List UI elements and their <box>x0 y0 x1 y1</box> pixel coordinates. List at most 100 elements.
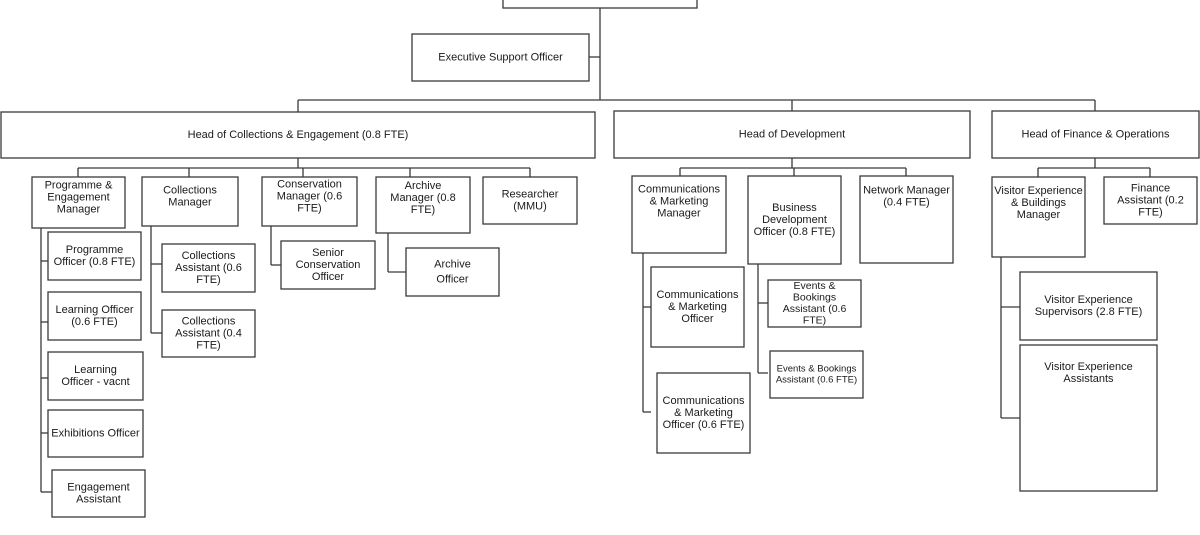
executive-support-officer-box <box>411 33 590 82</box>
visitor-experience-assistants-label-line-2: Assistants <box>1063 373 1114 385</box>
visitor-experience-buildings-manager-label-line-1: Visitor Experience <box>994 185 1082 197</box>
communications-marketing-officer-label-line-1: Communications <box>657 289 739 301</box>
communications-marketing-manager-box <box>631 175 727 254</box>
communications-marketing-manager-label-line-3: Manager <box>657 207 701 219</box>
communications-marketing-officer-06-label-line-2: & Marketing <box>674 407 733 419</box>
events-bookings-assistant-a-label-line-4: FTE) <box>803 315 826 327</box>
conservation-manager-label-line-2: Manager (0.6 <box>277 190 342 202</box>
visitor-experience-supervisors-label-line-1: Visitor Experience <box>1044 294 1132 306</box>
collections-assistant-06-label-line-1: Collections <box>182 250 236 262</box>
conservation-manager-box <box>261 176 358 227</box>
collections-manager-label-line-2: Manager <box>168 196 212 208</box>
business-development-officer-box <box>747 175 842 265</box>
business-development-officer-label-line-3: Officer (0.8 FTE) <box>754 226 836 238</box>
collections-assistant-04-box <box>161 309 256 358</box>
engagement-assistant-label-line-1: Engagement <box>67 481 129 493</box>
head-collections-engagement: Head of Collections & Engagement (0.8 FT… <box>0 111 596 159</box>
collections-manager-label-line-1: Collections <box>163 184 217 196</box>
senior-conservation-officer-label-line-3: Officer <box>312 271 345 283</box>
programme-officer-label-line-1: Programme <box>66 244 123 256</box>
conservation-manager-label-line-1: Conservation <box>277 178 342 190</box>
head-collections-engagement-label: Head of Collections & Engagement (0.8 FT… <box>188 129 409 141</box>
communications-marketing-officer-06-label-line-1: Communications <box>663 395 745 407</box>
head-development: Head of Development <box>613 110 971 159</box>
head-development-box <box>613 110 971 159</box>
finance-assistant-label-line-2: Assistant (0.2 <box>1117 194 1184 206</box>
collections-assistant-06-label-line-3: FTE) <box>196 274 220 286</box>
learning-officer-vacant-box <box>47 351 144 401</box>
engagement-assistant-box <box>51 469 146 518</box>
visitor-experience-buildings-manager-label-line-2: & Buildings <box>1011 197 1067 209</box>
network-manager-box <box>859 175 954 264</box>
collections-manager-box <box>141 176 239 227</box>
finance-assistant-label-line-1: Finance <box>1131 182 1170 194</box>
programme-engagement-manager-label-line-1: Programme & <box>45 179 114 191</box>
conservation-manager-label-line-3: FTE) <box>297 202 321 214</box>
collections-assistant-06-label-line-2: Assistant (0.6 <box>175 262 242 274</box>
collections-assistant-04-label-line-3: FTE) <box>196 339 220 351</box>
archive-manager-label-line-1: Archive <box>405 180 442 192</box>
executive-support-officer-label: Executive Support Officer <box>438 51 563 63</box>
finance-assistant-label-line-3: FTE) <box>1138 206 1162 218</box>
visitor-experience-buildings-manager-label-line-3: Manager <box>1017 209 1061 221</box>
network-manager-label-line-1: Network Manager <box>863 184 950 196</box>
business-development-officer-label-line-1: Business <box>772 202 817 214</box>
events-bookings-assistant-a-label-line-2: Bookings <box>793 292 836 304</box>
researcher: Researcher(MMU) <box>482 176 578 225</box>
business-development-officer-label-line-2: Development <box>762 214 827 226</box>
archive-officer-label-line-1: Archive <box>434 258 471 270</box>
visitor-experience-assistants-box <box>1019 344 1158 492</box>
head-finance-operations-box <box>991 110 1200 159</box>
archive-officer-label-line-2: Officer <box>436 273 469 285</box>
learning-officer-vacant-label-line-1: Learning <box>74 364 117 376</box>
events-bookings-assistant-b-label-line-1: Events & Bookings <box>777 364 857 375</box>
programme-engagement-manager-box <box>31 176 126 229</box>
senior-conservation-officer-label-line-2: Conservation <box>296 259 361 271</box>
programme-officer-label-line-2: Officer (0.8 FTE) <box>54 256 136 268</box>
visitor-experience-buildings-manager-box <box>991 176 1086 258</box>
head-development-label: Head of Development <box>739 128 845 140</box>
finance-assistant-box <box>1103 176 1198 225</box>
archive-manager-box <box>375 176 471 234</box>
network-manager-label-line-2: (0.4 FTE) <box>883 196 929 208</box>
visitor-experience-supervisors-label-line-2: Supervisors (2.8 FTE) <box>1035 306 1143 318</box>
director-box <box>502 0 698 9</box>
programme-engagement-manager-label-line-3: Manager <box>57 203 101 215</box>
learning-officer: Learning Officer(0.6 FTE) <box>47 291 142 341</box>
communications-marketing-officer-06-box <box>656 372 751 454</box>
executive-support-officer: Executive Support Officer <box>411 33 590 82</box>
communications-marketing-officer-label-line-3: Officer <box>681 313 714 325</box>
network-manager: Network Manager(0.4 FTE) <box>859 175 954 264</box>
communications-marketing-officer-box <box>650 266 745 348</box>
learning-officer-vacant-label-line-2: Officer - vacnt <box>61 376 129 388</box>
visitor-experience-assistants-label-line-1: Visitor Experience <box>1044 361 1132 373</box>
researcher-box <box>482 176 578 225</box>
director-box-box <box>502 0 698 9</box>
learning-officer-box <box>47 291 142 341</box>
events-bookings-assistant-a-label-line-3: Assistant (0.6 <box>783 303 847 315</box>
senior-conservation-officer-box <box>280 240 376 290</box>
exhibitions-officer: Exhibitions Officer <box>47 409 144 458</box>
events-bookings-assistant-a-label-line-1: Events & <box>793 280 835 292</box>
communications-marketing-officer-06-label-line-3: Officer (0.6 FTE) <box>663 419 745 431</box>
